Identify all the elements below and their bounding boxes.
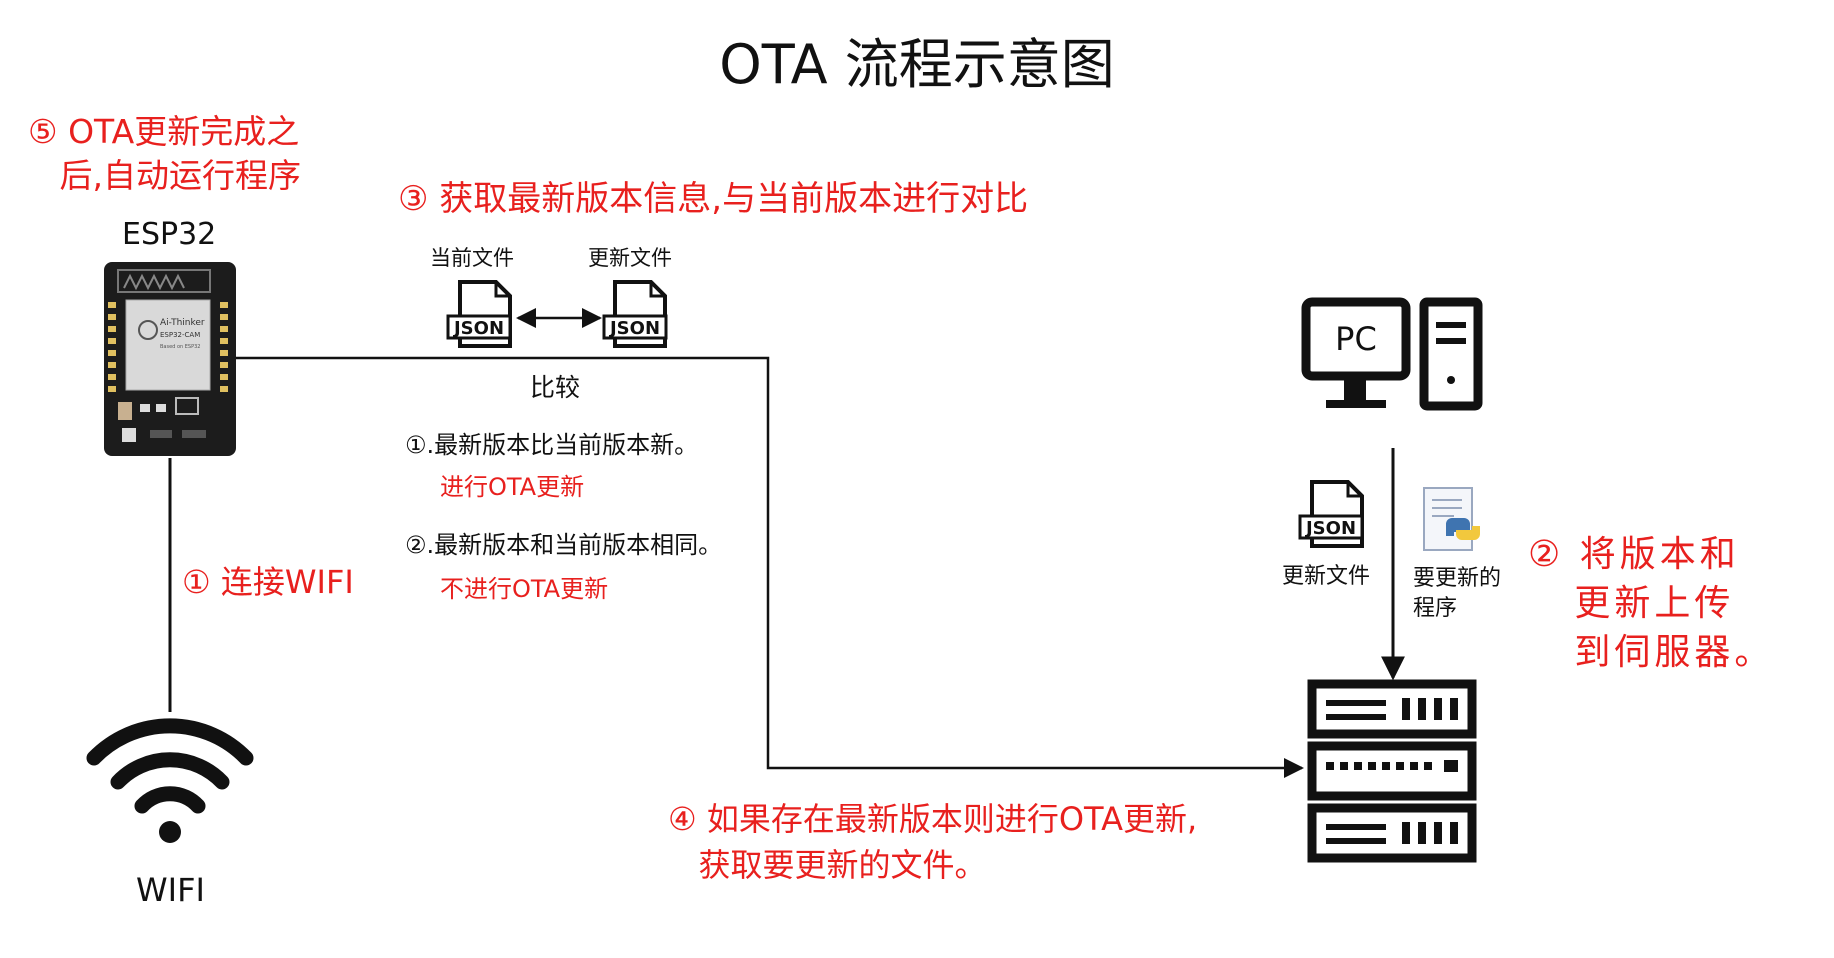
case2-result: 不进行OTA更新 [440,575,609,603]
program-file-label: 要更新的 程序 [1413,564,1501,624]
esp-server-line [236,356,1304,778]
current-json-text: JSON [452,318,504,339]
new-json-text: JSON [608,318,660,339]
esp32-board-icon: Ai-Thinker ESP32-CAM Based on ESP32 [104,262,236,456]
step5-label: ⑤ OTA更新完成之 后,自动运行程序 [28,110,301,198]
program-label-line-1: 要更新的 [1413,566,1502,591]
current-json-file-icon: JSON [446,280,512,348]
step4-label: ④ 如果存在最新版本则进行OTA更新, 获取要更新的文件。 [668,796,1197,888]
case1-result: 进行OTA更新 [440,473,585,501]
step5-line-1: ⑤ OTA更新完成之 [28,112,300,151]
esp32-label: ESP32 [122,217,217,252]
page-title: OTA 流程示意图 [719,33,1115,96]
compare-label: 比较 [530,373,581,402]
server-json-file-icon: JSON [1298,480,1364,548]
python-file-icon [1423,487,1480,551]
server-rack-icon [1307,679,1477,863]
step2-line-3: 到伺服器。 [1528,632,1775,673]
chip-small-text: Based on ESP32 [160,344,200,350]
current-file-label: 当前文件 [430,246,514,270]
step2-line-1: ② 将版本和 [1528,534,1740,575]
step2-line-2: 更新上传 [1528,583,1735,624]
step3-label: ③ 获取最新版本信息,与当前版本进行对比 [398,179,1029,219]
step4-line-2: 获取要更新的文件。 [668,846,987,884]
program-label-line-2: 程序 [1413,596,1458,621]
pc-icon: PC [1301,297,1483,411]
case2-text: ②.最新版本和当前版本相同。 [405,531,723,559]
step1-label: ① 连接WIFI [182,563,354,601]
pc-screen-text: PC [1335,320,1377,358]
case1-text: ①.最新版本比当前版本新。 [405,431,699,459]
chip-brand-text: Ai-Thinker [160,318,205,328]
wifi-icon [86,718,254,843]
new-file-label: 更新文件 [588,246,672,270]
server-json-text: JSON [1304,518,1356,539]
step5-line-2: 后,自动运行程序 [28,156,301,195]
server-json-label: 更新文件 [1282,564,1371,589]
wifi-label: WIFI [136,871,205,909]
step4-line-1: ④ 如果存在最新版本则进行OTA更新, [668,800,1198,838]
step2-label: ② 将版本和 更新上传 到伺服器。 [1528,530,1774,677]
chip-model-text: ESP32-CAM [160,331,200,339]
new-json-file-icon: JSON [602,280,668,348]
